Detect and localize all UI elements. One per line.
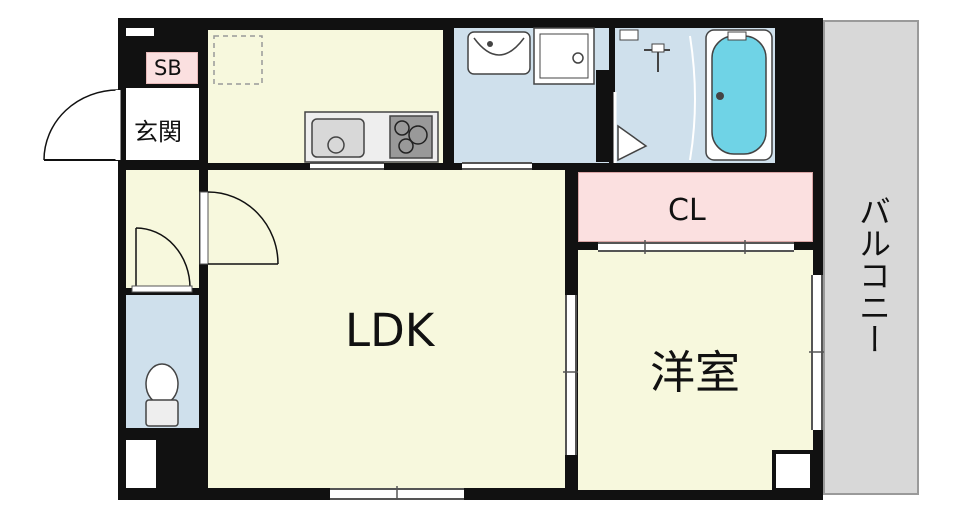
window-kitchen — [310, 162, 384, 170]
fridge-space-icon — [213, 35, 263, 85]
kitchen-counter-icon — [304, 111, 439, 163]
ldk-door-icon — [199, 191, 279, 265]
storage-door-icon — [131, 227, 193, 293]
wash-room-wall — [596, 70, 614, 162]
bathtub-icon — [705, 29, 773, 161]
entrance-label: 玄関 — [134, 118, 182, 146]
toilet-icon — [145, 363, 179, 427]
window-wash — [462, 162, 532, 170]
closet-label: CL — [668, 193, 706, 228]
pillar-left-bottom — [126, 440, 156, 488]
balcony-label: バルコニー — [854, 195, 892, 355]
closet — [578, 172, 813, 242]
shower-faucet-icon — [619, 29, 696, 161]
entrance-door-icon — [43, 89, 121, 161]
pillar-top-left — [126, 28, 154, 36]
entrance-area — [126, 88, 199, 160]
window-ldk-right — [565, 295, 577, 455]
ldk-room — [208, 170, 565, 488]
balcony-area — [823, 20, 919, 495]
bath-door-icon — [613, 92, 648, 163]
washing-machine-icon — [533, 27, 595, 85]
ldk-label: LDK — [345, 304, 435, 357]
pillar — [772, 450, 814, 492]
window-closet-bottom — [598, 242, 794, 252]
shoe-box — [146, 52, 198, 84]
western-room-label: 洋室 — [650, 346, 741, 399]
shoe-box-label: SB — [154, 56, 182, 80]
wash-basin-icon — [467, 31, 531, 75]
